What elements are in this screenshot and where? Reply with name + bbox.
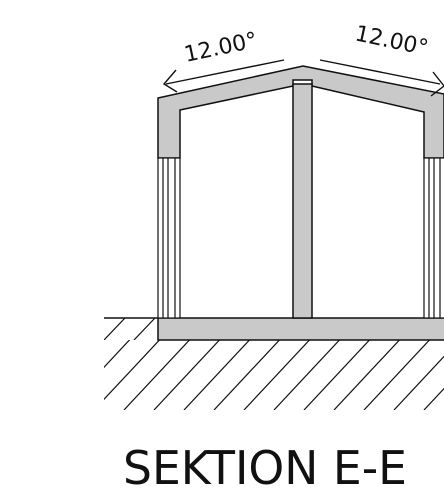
right-wall [423, 157, 444, 319]
ground-hatch [104, 340, 444, 410]
floor-slab [157, 317, 444, 341]
left-roof-angle-label: 12.00° [182, 28, 260, 68]
right-roof-angle-label: 12.00° [353, 21, 431, 61]
section-title: SEKTION E-E [123, 441, 407, 495]
central-column [292, 83, 313, 319]
left-wall [157, 157, 181, 319]
right-slope-arrow [319, 59, 444, 97]
roof-structure [157, 65, 444, 159]
left-slope-arrow [162, 59, 285, 93]
ground-hatch-left [104, 318, 156, 340]
